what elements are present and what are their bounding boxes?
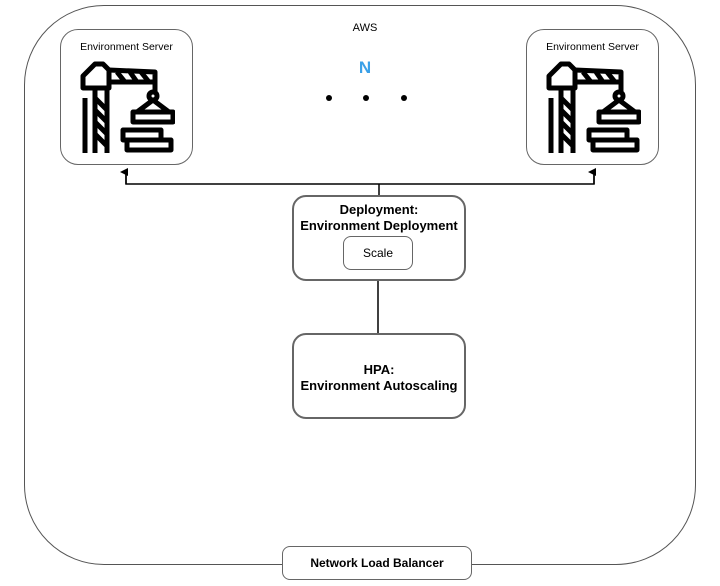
replica-count-label: N [358,58,372,77]
server-title: Environment Server [80,41,173,53]
deployment-name: Environment Deployment [300,218,458,233]
deployment-title: Deployment: [339,202,419,217]
ellipsis-dot [363,95,369,101]
connector-deployment-to-servers [125,172,595,185]
network-load-balancer[interactable]: Network Load Balancer [282,546,472,580]
server-title: Environment Server [546,41,639,53]
crane-icon [546,61,641,153]
ellipsis-dot [326,95,332,101]
crane-icon [80,61,175,153]
hpa-name: Environment Autoscaling [300,378,458,393]
environment-server-left[interactable]: Environment Server [60,29,193,165]
environment-server-right[interactable]: Environment Server [526,29,659,165]
aws-label: AWS [352,22,378,34]
ellipsis-dot [401,95,407,101]
hpa-box[interactable]: HPA: Environment Autoscaling [292,333,466,419]
scale-button[interactable]: Scale [343,236,413,270]
hpa-title: HPA: [363,362,395,377]
